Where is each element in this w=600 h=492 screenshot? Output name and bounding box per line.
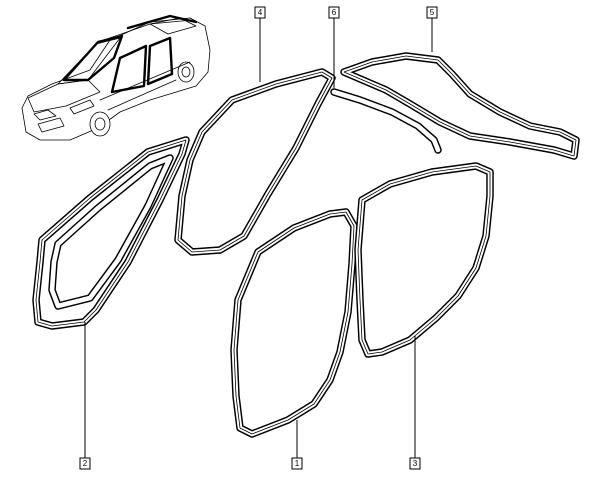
seal-part-6 bbox=[330, 88, 442, 154]
seal-part-2 bbox=[32, 136, 190, 330]
seal-part-3 bbox=[354, 162, 494, 358]
svg-text:5: 5 bbox=[430, 8, 435, 17]
callout-label-4: 4 bbox=[254, 6, 266, 19]
svg-text:2: 2 bbox=[83, 459, 88, 468]
car-overview-icon bbox=[21, 14, 211, 141]
svg-text:1: 1 bbox=[295, 459, 300, 468]
callout-label-1: 1 bbox=[291, 457, 303, 470]
svg-text:3: 3 bbox=[413, 459, 418, 468]
callout-label-3: 3 bbox=[409, 457, 421, 470]
callout-label-5: 5 bbox=[426, 6, 438, 19]
seal-part-1 bbox=[230, 208, 358, 438]
callout-label-2: 2 bbox=[79, 457, 91, 470]
seal-part-5 bbox=[340, 52, 580, 160]
callout-label-6: 6 bbox=[328, 6, 340, 19]
svg-text:4: 4 bbox=[258, 8, 263, 17]
seal-part-4 bbox=[174, 68, 336, 256]
svg-text:6: 6 bbox=[332, 8, 337, 17]
